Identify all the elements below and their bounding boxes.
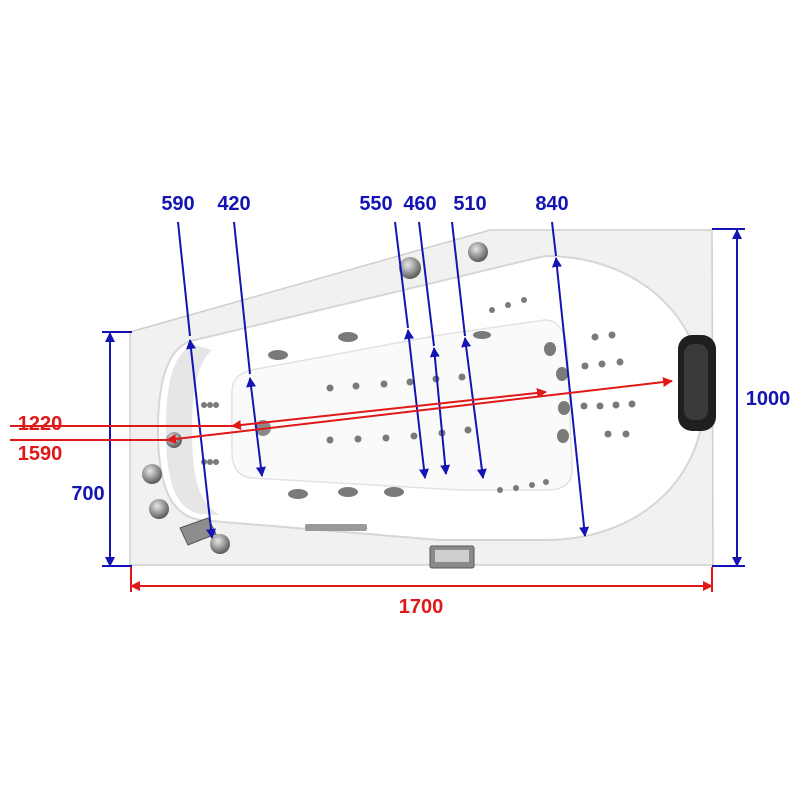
knob-icon	[149, 499, 169, 519]
overflow-slot	[305, 524, 367, 531]
knob-icon	[468, 242, 488, 262]
jet-icon	[473, 331, 491, 339]
leader-420	[233, 221, 251, 375]
jet-icon	[558, 401, 570, 415]
label-510: 510	[453, 193, 486, 215]
jet-icon	[557, 429, 569, 443]
jet-icon	[338, 332, 358, 342]
leader-840	[551, 221, 557, 257]
knob-icon	[210, 534, 230, 554]
label-1590: 1590	[18, 443, 63, 465]
jet-icon	[544, 342, 556, 356]
jet-icon	[384, 487, 404, 497]
headrest-pillow-highlight	[684, 344, 708, 420]
leader-550	[394, 221, 409, 329]
leader-590	[177, 221, 191, 337]
jet-icon	[556, 367, 568, 381]
label-1700: 1700	[399, 596, 444, 618]
label-1000: 1000	[746, 388, 791, 410]
label-590: 590	[161, 193, 194, 215]
leader-460	[418, 221, 435, 347]
jet-icon	[338, 487, 358, 497]
red-dimension-lines	[10, 377, 713, 592]
jet-icon	[268, 350, 288, 360]
knob-icon	[399, 257, 421, 279]
control-panel-display	[435, 550, 469, 562]
arrow-1590	[166, 377, 673, 444]
leader-510	[451, 221, 466, 337]
label-460: 460	[403, 193, 436, 215]
label-1220: 1220	[18, 413, 63, 435]
blue-labels: 590 420 550 460 510 840 700 1000	[71, 193, 790, 505]
knob-icon	[142, 464, 162, 484]
jet-icon	[288, 489, 308, 499]
red-labels: 1220 1590 1700	[18, 413, 444, 618]
label-700: 700	[71, 483, 104, 505]
label-840: 840	[535, 193, 568, 215]
label-420: 420	[217, 193, 250, 215]
label-550: 550	[359, 193, 392, 215]
